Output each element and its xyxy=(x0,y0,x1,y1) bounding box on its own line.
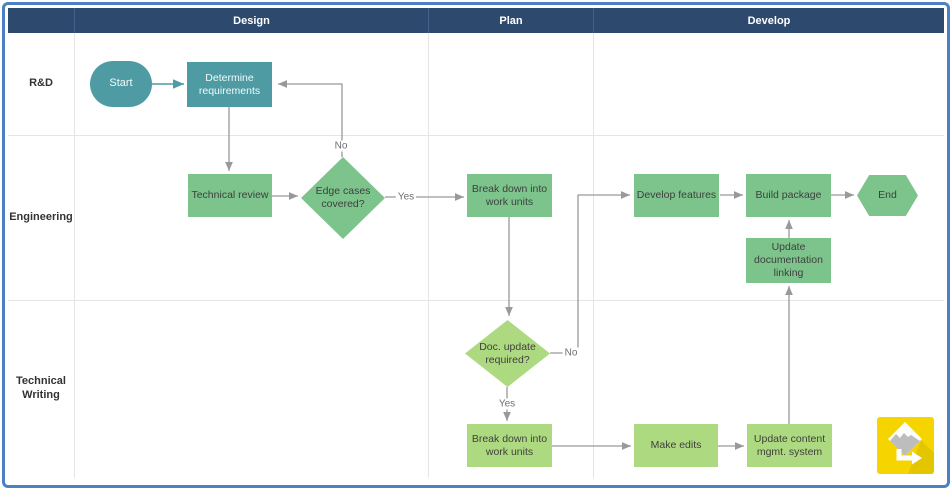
connector-docupdate-no xyxy=(550,191,630,354)
node-end[interactable]: End xyxy=(857,175,918,216)
grid-line-rd-engineering xyxy=(8,135,944,136)
edge-label-no: No xyxy=(562,347,580,359)
lane-label-technical-writing: Technical Writing xyxy=(16,375,66,401)
node-develop-features[interactable]: Develop features xyxy=(634,174,719,217)
grid-line-label-column xyxy=(74,33,75,478)
node-technical-review[interactable]: Technical review xyxy=(188,174,272,217)
node-doc-update-required[interactable]: Doc. update required? xyxy=(465,320,550,387)
grid-line-plan-develop xyxy=(593,33,594,478)
node-start[interactable]: Start xyxy=(90,61,152,107)
node-edge-cases-covered[interactable]: Edge cases covered? xyxy=(301,157,385,239)
column-header-design: Design xyxy=(74,8,428,33)
logo-mountain-icon xyxy=(890,433,920,456)
node-make-edits[interactable]: Make edits xyxy=(634,424,718,467)
logo-shadow xyxy=(908,440,934,474)
grid-line-engineering-writing xyxy=(8,300,944,301)
header-corner-cell xyxy=(8,8,74,33)
node-break-down-work-units-plan[interactable]: Break down into work units xyxy=(467,174,552,217)
edge-label-yes: Yes xyxy=(496,398,518,410)
edge-label-no: No xyxy=(332,140,350,152)
node-update-content-mgmt-system[interactable]: Update content mgmt. system xyxy=(747,424,832,467)
logo-arrow-shaft xyxy=(896,449,912,461)
column-header-plan: Plan xyxy=(428,8,593,33)
node-update-documentation-linking[interactable]: Update documentation linking xyxy=(746,238,831,283)
column-header-develop: Develop xyxy=(593,8,944,33)
node-break-down-work-units-writing[interactable]: Break down into work units xyxy=(467,424,552,467)
lane-label-engineering: Engineering xyxy=(9,210,73,223)
node-determine-requirements[interactable]: Determine requirements xyxy=(187,62,272,107)
edge-label-yes: Yes xyxy=(395,191,417,203)
lane-label-rd: R&D xyxy=(29,77,53,90)
grid-line-design-plan xyxy=(428,33,429,478)
diagram-app-logo[interactable] xyxy=(877,417,934,474)
node-build-package[interactable]: Build package xyxy=(746,174,831,217)
logo-arrow-icon xyxy=(912,451,922,465)
